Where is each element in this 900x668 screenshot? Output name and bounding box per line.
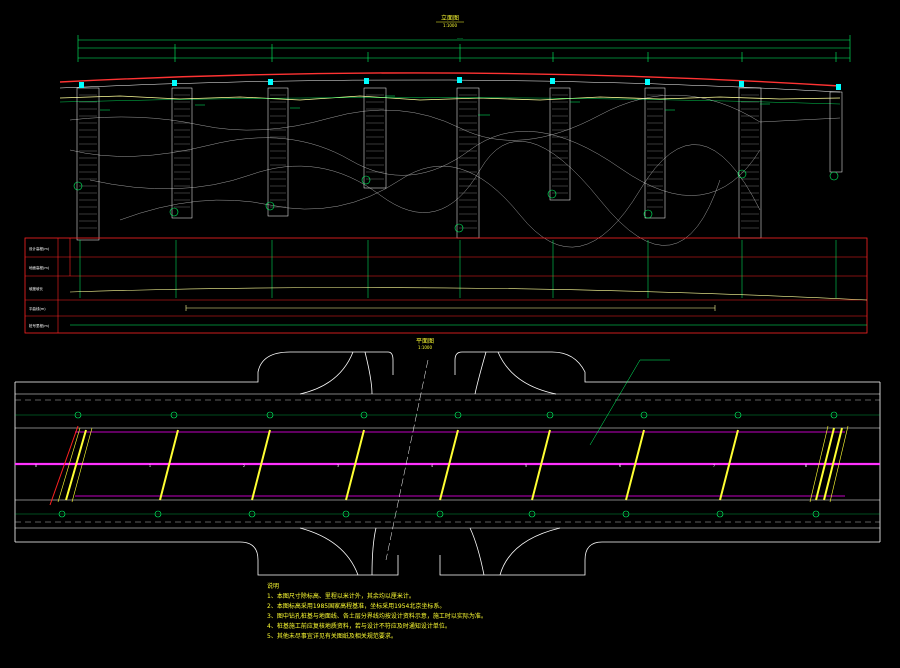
deck-profile <box>59 72 841 87</box>
row-label-slope: 坡度坡长 <box>29 286 43 291</box>
grade-line <box>59 97 841 105</box>
profile-table: 设计高程(m) 地面高程(m) 坡度坡长 平曲线(m) 桩号里程(m) <box>24 237 868 334</box>
cross-road-axis <box>385 359 429 561</box>
pier-label: 8 <box>805 464 807 468</box>
plan-title: 平面图 <box>416 338 434 345</box>
ground-line <box>59 95 841 101</box>
note-item: 3、图中钻孔桩基与地面线、各土层分界线均按设计资料示意，施工时以实际为准。 <box>267 613 487 620</box>
note-item: 5、其他未尽事宜详见有关图纸及相关规范要求。 <box>267 633 397 640</box>
notes-title: 说明 <box>267 583 280 590</box>
station-ticks <box>79 240 837 298</box>
row-label-curve: 平曲线(m) <box>29 306 46 311</box>
pier-label: 6 <box>619 464 621 468</box>
elevation-scale: 1:1000 <box>443 23 458 28</box>
pier-caps <box>79 77 841 90</box>
note-item: 2、本图标高采用1985国家高程基准，坐标采用1954北京坐标系。 <box>267 603 446 610</box>
pier-label: 2 <box>243 464 245 468</box>
plan-abutments <box>57 425 849 503</box>
pier-label: 5 <box>525 464 527 468</box>
soil-strata <box>69 95 841 248</box>
dimension-text: —— <box>457 36 464 40</box>
pier-label: 1 <box>149 464 151 468</box>
pier-label: 0 <box>35 464 37 468</box>
svg-text:——: —— <box>457 36 464 40</box>
plan-piers <box>65 427 843 501</box>
leader-line <box>589 359 641 446</box>
elevation-title: 立面图 <box>441 14 459 22</box>
row-label-design: 设计高程(m) <box>29 246 50 251</box>
row-label-ground: 地面高程(m) <box>29 265 50 270</box>
lane-lines <box>15 393 880 529</box>
plan-view: 平面图 1:1000 <box>14 338 881 576</box>
row-label-station: 桩号里程(m) <box>29 323 50 328</box>
elevation-view: 立面图 1:1000 —— <box>59 14 851 248</box>
pier-label: 7 <box>713 464 715 468</box>
notes-block: 说明 1、本图尺寸除标高、里程以米计外，其余均以厘米计。 2、本图标高采用198… <box>267 582 487 642</box>
pile-hatch <box>79 94 759 229</box>
piles <box>76 87 843 241</box>
plan-scale: 1:1000 <box>418 345 433 350</box>
note-item: 1、本图尺寸除标高、里程以米计外，其余均以厘米计。 <box>267 593 415 600</box>
pier-label: 4 <box>431 464 434 468</box>
pier-label: 3 <box>337 464 339 468</box>
dimension-lines <box>77 35 851 62</box>
deck-bottom <box>59 79 841 93</box>
road-outline <box>14 351 881 576</box>
note-item: 4、桩基施工前应复核地质资料，若与设计不符应及时通知设计单位。 <box>267 623 451 630</box>
pile-annotations <box>73 95 839 233</box>
centerline-labels: 0 1 2 3 4 5 6 7 8 <box>35 464 807 468</box>
